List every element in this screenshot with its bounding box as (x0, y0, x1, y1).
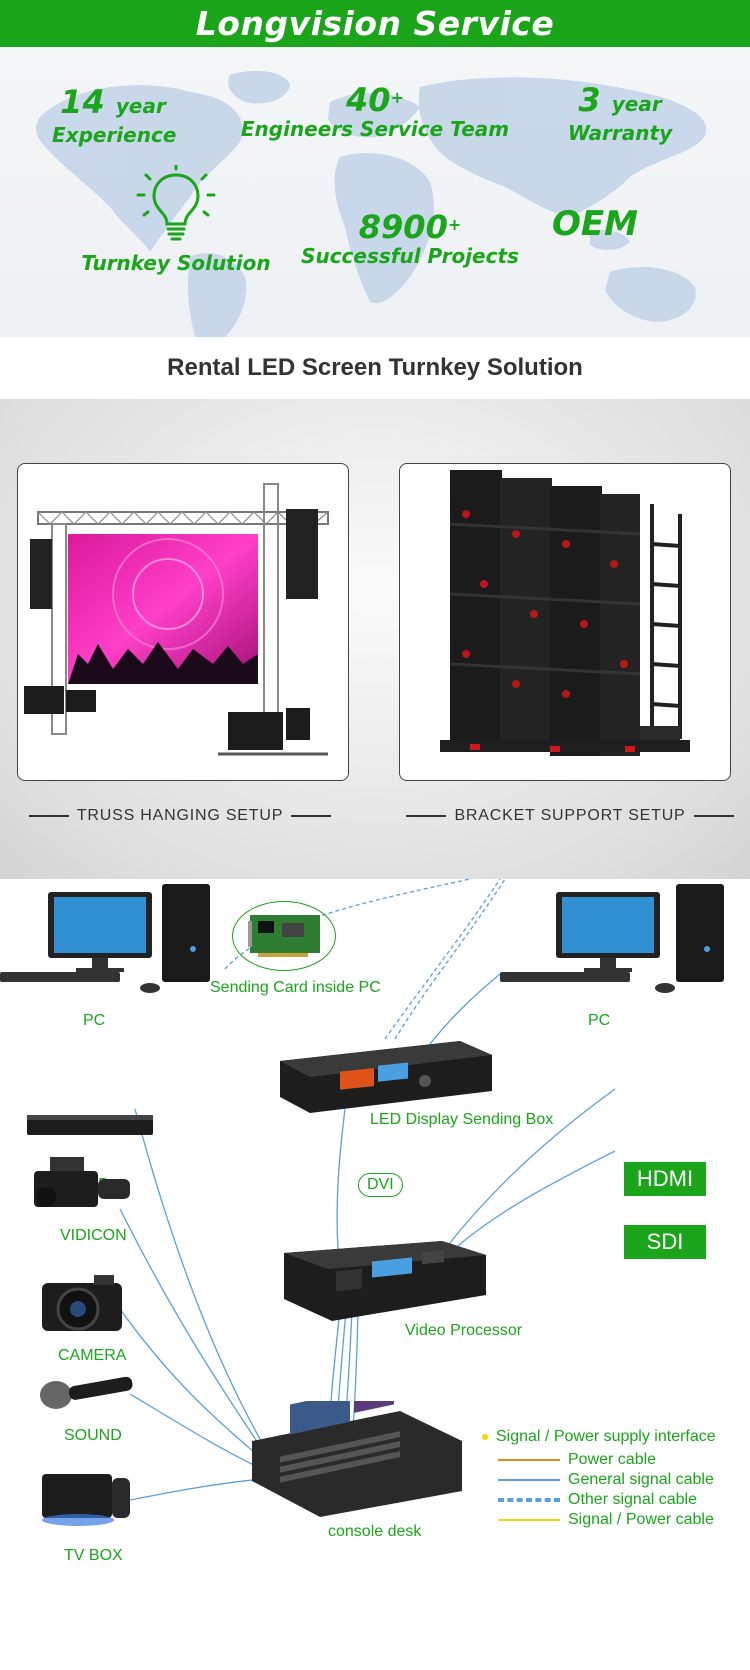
legend-dot-icon (482, 1434, 488, 1440)
legend-item-general: General signal cable (498, 1471, 714, 1489)
legend-swatch (498, 1459, 560, 1461)
stat-value: 14 (60, 83, 105, 121)
video-processor-image (284, 1241, 486, 1321)
stat-label: Engineers Service Team (240, 117, 510, 141)
stat-oem: OEM (540, 207, 650, 241)
truss-setup-label: TRUSS HANGING SETUP (0, 807, 360, 825)
legend-swatch (498, 1519, 560, 1521)
bracket-setup-card (399, 463, 731, 781)
pc-left-image (0, 884, 210, 993)
sending-box-image (280, 1041, 492, 1113)
hdmi-tag: HDMI (624, 1162, 706, 1196)
connection-diagram: Sending Card inside PC PC PC LED Display… (0, 879, 750, 1670)
microphone-image (40, 1376, 133, 1409)
legend-item-label: Other signal cable (568, 1491, 697, 1508)
diagram-wiring (109, 879, 616, 1505)
sending-box-label: LED Display Sending Box (370, 1111, 554, 1128)
sending-card-image (248, 915, 320, 957)
stat-label: Experience (52, 123, 177, 147)
legend-title-text: Signal / Power supply interface (496, 1428, 716, 1445)
dvi-callout: DVI (358, 1173, 403, 1197)
truss-stage-image (24, 483, 329, 756)
stat-warranty: 3 year Warranty (560, 83, 680, 145)
vidicon-image (34, 1157, 130, 1207)
stat-label: Warranty (567, 121, 673, 145)
pc-left-label: PC (83, 1012, 106, 1029)
stat-label: Turnkey Solution (81, 251, 271, 275)
stat-plus: + (390, 88, 404, 107)
page-title: Longvision Service (195, 4, 555, 43)
setup-label-text: BRACKET SUPPORT SETUP (454, 807, 686, 824)
header-bar: Longvision Service (0, 0, 750, 47)
video-processor-label: Video Processor (405, 1322, 523, 1339)
stat-label: Successful Projects (301, 244, 519, 268)
pc-right-image (500, 884, 724, 993)
stat-plus: + (447, 215, 462, 234)
stat-projects: 8900+ Successful Projects (300, 210, 520, 268)
stat-value: 3 (578, 81, 601, 119)
source-label-tvbox: TV BOX (64, 1547, 123, 1564)
stat-unit: year (115, 94, 166, 118)
source-label-vidicon: VIDICON (60, 1227, 127, 1244)
world-map-image (35, 70, 707, 337)
legend-item-label: Power cable (568, 1451, 657, 1468)
console-label: console desk (328, 1523, 422, 1540)
sending-card-label: Sending Card inside PC (210, 979, 381, 996)
setup-section: TRUSS HANGING SETUP BRACKET SUPPORT SETU… (0, 399, 750, 879)
legend-item-label: Signal / Power cable (568, 1511, 714, 1528)
legend-swatch (498, 1479, 560, 1481)
stat-unit: year (611, 92, 662, 116)
legend-item-signal-power: Signal / Power cable (498, 1511, 714, 1529)
legend-title: Signal / Power supply interface (482, 1428, 716, 1446)
setup-label-text: TRUSS HANGING SETUP (76, 807, 284, 824)
stat-experience: 14 year Experience (52, 83, 177, 147)
bracket-setup-label: BRACKET SUPPORT SETUP (390, 807, 750, 825)
section-subtitle: Rental LED Screen Turnkey Solution (167, 354, 583, 381)
truss-setup-card (17, 463, 349, 781)
stat-engineers: 40+ Engineers Service Team (240, 83, 510, 141)
sdi-tag: SDI (624, 1225, 706, 1259)
lightbulb-icon (136, 165, 216, 241)
stat-value: OEM (552, 204, 638, 244)
console-desk-image (252, 1401, 462, 1517)
pc-right-label: PC (588, 1012, 611, 1029)
source-label-sound: SOUND (64, 1427, 122, 1444)
legend-item-power: Power cable (498, 1451, 656, 1469)
stat-value: 8900 (358, 208, 448, 246)
legend-item-label: General signal cable (568, 1471, 714, 1488)
source-label-camera: CAMERA (58, 1347, 127, 1364)
stat-value: 40 (346, 81, 391, 119)
tv-box-image (42, 1474, 130, 1526)
world-map-stats: 14 year Experience 40+ Engineers Service… (0, 47, 750, 337)
dvd-player-image (27, 1115, 153, 1135)
bracket-cabinet-image (440, 470, 690, 756)
sending-card-callout (232, 901, 336, 971)
camera-image (42, 1275, 122, 1331)
legend-item-other: Other signal cable (498, 1491, 697, 1509)
stat-turnkey: Turnkey Solution (78, 165, 274, 275)
legend-swatch (498, 1498, 560, 1502)
